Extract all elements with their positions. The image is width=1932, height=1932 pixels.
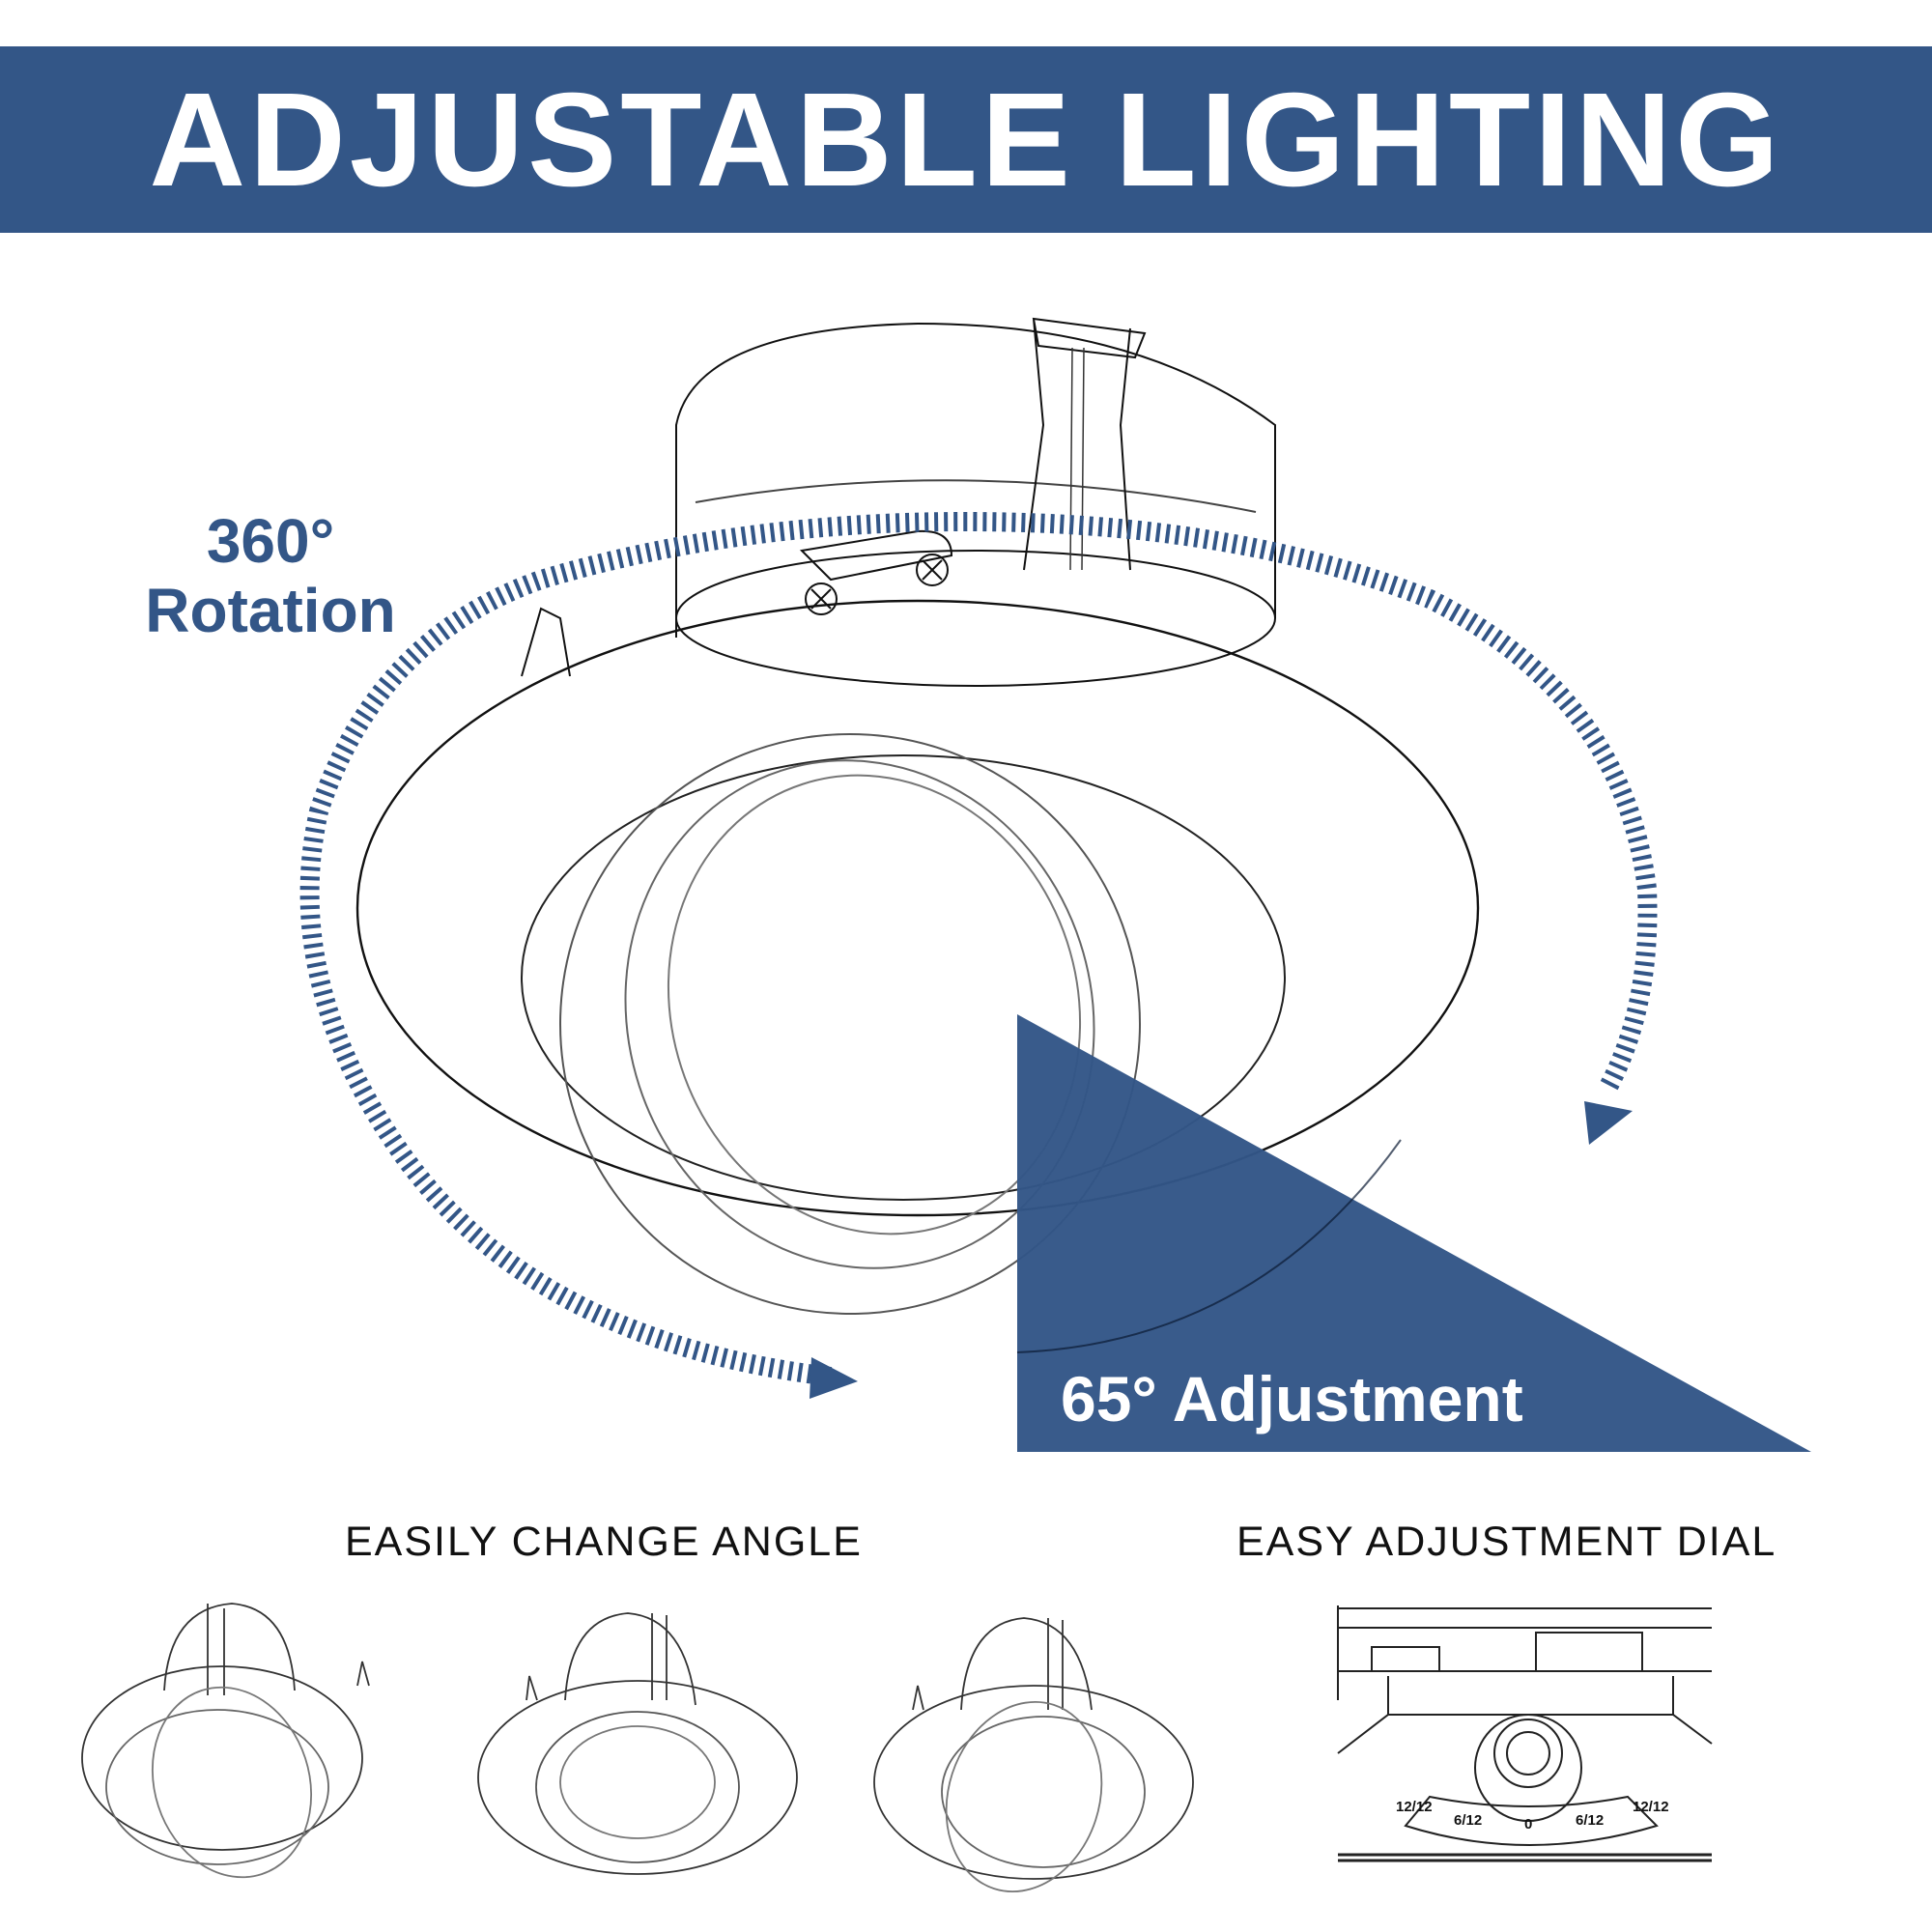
fixture-angle-left-icon [81, 1603, 370, 1879]
dial-mark: 6/12 [1576, 1812, 1605, 1829]
rotation-text: Rotation [145, 575, 396, 645]
rotation-degrees: 360° [206, 506, 335, 576]
dial-mark: 12/12 [1633, 1799, 1669, 1815]
dial-scale: 12/12 6/12 0 6/12 12/12 [1396, 1799, 1676, 1837]
dial-mark: 12/12 [1396, 1799, 1433, 1815]
rotation-label: 360° Rotation [106, 506, 435, 645]
adjustment-dial-icon [1337, 1605, 1713, 1862]
adjustment-label: 65° Adjustment [1061, 1363, 1523, 1435]
fixture-angle-center-icon [477, 1612, 798, 1875]
fixture-angle-right-icon [873, 1617, 1194, 1893]
adjustment-dial-heading: EASY ADJUSTMENT DIAL [1236, 1519, 1777, 1565]
downlight-fixture-icon [355, 317, 1480, 1315]
title-banner: ADJUSTABLE LIGHTING [0, 46, 1932, 233]
angle-triangle-icon [1017, 1014, 1811, 1452]
dial-mark: 0 [1524, 1816, 1533, 1833]
rotation-arrow-icon [299, 511, 1658, 1399]
change-angle-heading: EASILY CHANGE ANGLE [345, 1519, 863, 1565]
page-title: ADJUSTABLE LIGHTING [149, 65, 1783, 214]
dial-mark: 6/12 [1454, 1812, 1483, 1829]
